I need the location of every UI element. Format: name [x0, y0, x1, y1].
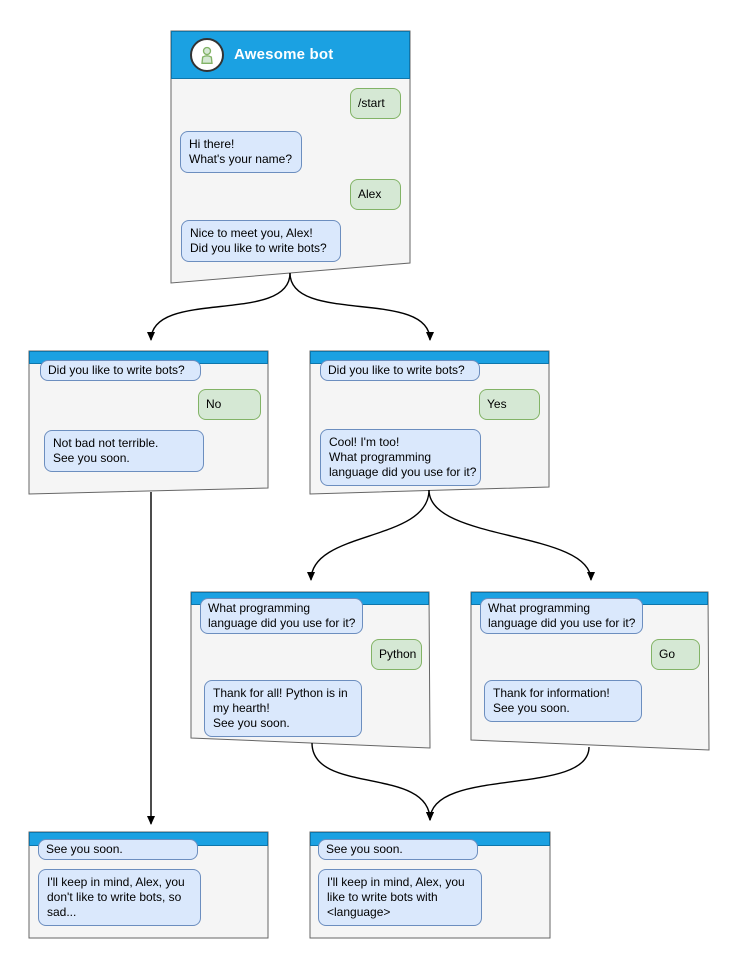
bot-avatar-icon: [201, 46, 213, 64]
bot-title: Awesome bot: [234, 46, 334, 63]
branch-python-context: What programming language did you use fo…: [200, 598, 363, 634]
edge-yes-to-python: [307, 489, 430, 581]
branch-go-reply: Thank for information! See you soon.: [484, 680, 642, 722]
end-no-reply: I'll keep in mind, Alex, you don't like …: [38, 869, 201, 926]
end-no-context: See you soon.: [38, 839, 198, 860]
message-greeting: Hi there! What's your name?: [180, 131, 302, 173]
branch-no-answer: No: [198, 389, 261, 420]
edge-python-to-end: [311, 742, 434, 821]
branch-go-answer: Go: [651, 639, 700, 670]
branch-yes-reply: Cool! I'm too! What programming language…: [320, 429, 481, 486]
branch-yes-answer: Yes: [479, 389, 540, 420]
edge-main-to-no: [147, 272, 291, 341]
message-question: Nice to meet you, Alex! Did you like to …: [181, 220, 341, 262]
edge-go-to-end: [426, 746, 590, 821]
end-language-context: See you soon.: [318, 839, 478, 860]
bot-avatar: [190, 38, 224, 72]
edge-yes-to-go: [428, 489, 595, 581]
branch-python-answer: Python: [371, 639, 422, 670]
branch-python-reply: Thank for all! Python is in my hearth! S…: [204, 680, 362, 737]
message-start: /start: [350, 88, 401, 119]
branch-go-context: What programming language did you use fo…: [480, 598, 643, 634]
branch-no-reply: Not bad not terrible. See you soon.: [44, 430, 204, 472]
message-name: Alex: [350, 179, 401, 210]
branch-yes-context: Did you like to write bots?: [320, 360, 480, 381]
edge-main-to-yes: [289, 272, 434, 341]
end-language-reply: I'll keep in mind, Alex, you like to wri…: [318, 869, 482, 926]
branch-no-context: Did you like to write bots?: [40, 360, 201, 381]
